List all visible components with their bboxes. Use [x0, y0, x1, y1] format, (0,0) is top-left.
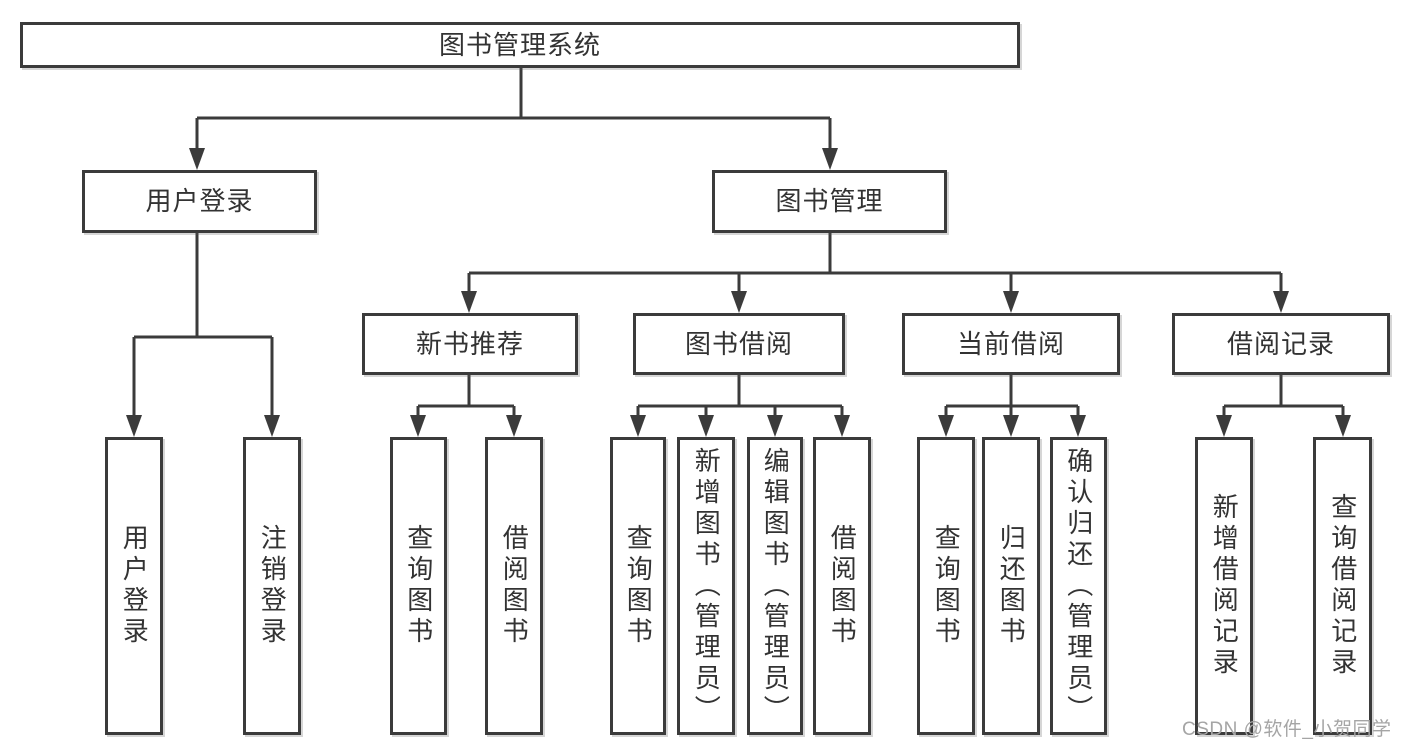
connector-root-to-level2: [195, 68, 832, 150]
leaf-current-return: 归还图书: [982, 437, 1040, 735]
node-book-borrow-label: 图书借阅: [684, 328, 793, 359]
arrow-icon: [822, 148, 838, 170]
node-book-management-label: 图书管理: [775, 186, 884, 217]
arrow-icon: [506, 415, 522, 437]
leaf-newbook-query: 查询图书: [390, 437, 447, 735]
connector-management-to-sections: [467, 233, 1283, 293]
arrow-icon: [1335, 415, 1351, 437]
arrow-icon: [767, 415, 783, 437]
leaf-borrow-borrow: 借阅图书: [813, 437, 871, 735]
leaf-user-login-label: 用户登录: [119, 524, 150, 648]
leaf-newbook-query-label: 查询图书: [403, 524, 434, 648]
leaf-newbook-borrow-label: 借阅图书: [499, 524, 530, 648]
leaf-borrow-add-admin: 新增图书（管理员）: [677, 437, 735, 735]
node-book-borrow: 图书借阅: [633, 313, 845, 375]
node-book-management: 图书管理: [712, 170, 947, 233]
arrow-icon: [1273, 291, 1289, 313]
node-borrow-records-label: 借阅记录: [1226, 328, 1335, 359]
node-root-label: 图书管理系统: [438, 29, 601, 60]
leaf-records-query: 查询借阅记录: [1313, 437, 1372, 735]
connector-login-to-children: [132, 233, 274, 417]
leaf-borrow-query-label: 查询图书: [623, 524, 654, 648]
connector-newbook-to-children: [416, 375, 516, 417]
arrow-icon: [410, 415, 426, 437]
arrow-icon: [630, 415, 646, 437]
node-new-book-recommend-label: 新书推荐: [415, 328, 524, 359]
leaf-current-confirm-admin: 确认归还（管理员）: [1050, 437, 1107, 735]
arrow-icon: [189, 148, 205, 170]
arrow-icon: [264, 415, 280, 437]
arrow-icon: [698, 415, 714, 437]
connector-records-to-children: [1222, 375, 1345, 417]
leaf-records-query-label: 查询借阅记录: [1327, 493, 1358, 679]
node-root: 图书管理系统: [20, 22, 1020, 68]
node-user-login: 用户登录: [82, 170, 317, 233]
leaf-current-query: 查询图书: [917, 437, 975, 735]
arrowheads: [126, 148, 1351, 437]
node-current-borrow-label: 当前借阅: [956, 328, 1065, 359]
arrow-icon: [126, 415, 142, 437]
arrow-icon: [1003, 291, 1019, 313]
leaf-borrow-query: 查询图书: [610, 437, 666, 735]
connector-current-to-children: [944, 375, 1080, 417]
leaf-records-add-label: 新增借阅记录: [1209, 493, 1240, 679]
leaf-current-query-label: 查询图书: [931, 524, 962, 648]
leaf-borrow-borrow-label: 借阅图书: [827, 524, 858, 648]
leaf-current-confirm-admin-label: 确认归还（管理员）: [1063, 446, 1094, 726]
arrow-icon: [938, 415, 954, 437]
leaf-user-login: 用户登录: [105, 437, 163, 735]
node-new-book-recommend: 新书推荐: [362, 313, 578, 375]
leaf-newbook-borrow: 借阅图书: [485, 437, 543, 735]
node-user-login-label: 用户登录: [145, 186, 254, 217]
leaf-logout: 注销登录: [243, 437, 301, 735]
leaf-logout-label: 注销登录: [257, 524, 288, 648]
connector-borrow-to-children: [636, 375, 844, 417]
node-borrow-records: 借阅记录: [1172, 313, 1390, 375]
leaf-borrow-add-admin-label: 新增图书（管理员）: [691, 446, 722, 726]
leaf-current-return-label: 归还图书: [996, 524, 1027, 648]
arrow-icon: [1070, 415, 1086, 437]
node-current-borrow: 当前借阅: [902, 313, 1120, 375]
leaf-borrow-edit-admin-label: 编辑图书（管理员）: [760, 446, 791, 726]
leaf-borrow-edit-admin: 编辑图书（管理员）: [747, 437, 803, 735]
arrow-icon: [834, 415, 850, 437]
leaf-records-add: 新增借阅记录: [1195, 437, 1253, 735]
csdn-watermark: CSDN @软件_小贺同学: [1182, 719, 1392, 740]
arrow-icon: [461, 291, 477, 313]
arrow-icon: [1003, 415, 1019, 437]
arrow-icon: [731, 291, 747, 313]
arrow-icon: [1216, 415, 1232, 437]
